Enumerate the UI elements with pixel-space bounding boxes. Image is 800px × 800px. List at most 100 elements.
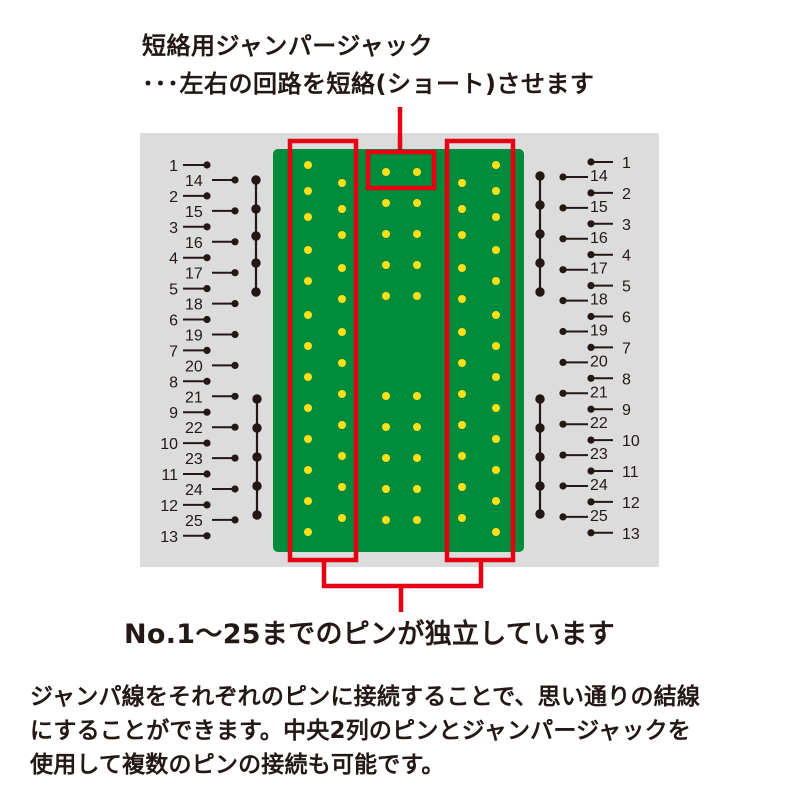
pin-label: 4: [169, 251, 178, 268]
pin-label: 19: [185, 328, 203, 345]
right-bus-bottom: [535, 394, 545, 519]
pin-hole-icon: [304, 187, 312, 195]
terminal-dot-icon: [203, 192, 211, 200]
pin-hole-icon: [458, 359, 466, 367]
pin-hole-icon: [458, 514, 466, 522]
pin-hole-icon: [338, 452, 346, 460]
pin-label: 1: [169, 158, 178, 175]
terminal-dot-icon: [559, 204, 567, 212]
pin-label: 25: [590, 508, 608, 525]
pin-label: 2: [169, 189, 178, 206]
pin-label: 3: [622, 217, 631, 234]
pin-label: 5: [622, 279, 631, 296]
pin-hole-icon: [492, 528, 500, 536]
pin-hole-icon: [492, 161, 500, 169]
pin-label: 5: [169, 282, 178, 299]
pin-label: 15: [590, 199, 608, 216]
highlight-markers: [287, 107, 516, 612]
terminal-dot-icon: [559, 297, 567, 305]
pin-hole-icon: [492, 497, 500, 505]
pin-label: 18: [185, 297, 203, 314]
pin-label: 21: [590, 384, 608, 401]
pin-label: 18: [590, 292, 608, 309]
connector-diagram: 1234567891011121314151617181920212223242…: [140, 107, 659, 612]
terminal-dot-icon: [203, 223, 211, 231]
pin-hole-icon: [413, 392, 421, 400]
pin-hole-icon: [458, 264, 466, 272]
terminal-dot-icon: [587, 436, 595, 444]
pin-hole-icon: [304, 528, 312, 536]
terminal-dot-icon: [203, 161, 211, 169]
pin-label: 4: [622, 248, 631, 265]
pin-label: 7: [169, 343, 178, 360]
pin-label: 19: [590, 323, 608, 340]
pin-hole-icon: [492, 404, 500, 412]
pin-label: 2: [622, 186, 631, 203]
pin-hole-icon: [492, 246, 500, 254]
terminal-dot-icon: [203, 315, 211, 324]
pin-hole-icon: [338, 483, 346, 491]
pin-hole-icon: [304, 246, 312, 254]
terminal-dot-icon: [231, 176, 239, 184]
pin-hole-icon: [458, 421, 466, 429]
terminal-dot-icon: [587, 251, 595, 259]
pin-hole-icon: [338, 514, 346, 522]
pin-hole-icon: [338, 179, 346, 187]
terminal-dot-icon: [587, 220, 595, 228]
pin-label: 6: [622, 310, 631, 327]
terminal-dot-icon: [231, 238, 239, 246]
terminal-dot-icon: [559, 327, 567, 336]
right-bus-top: [535, 171, 545, 297]
pin-hole-icon: [304, 342, 312, 350]
jumper-jack-subtitle: ･･･左右の回路を短絡(ショート)させます: [142, 70, 595, 98]
pin-hole-icon: [338, 421, 346, 429]
pin-hole-icon: [458, 205, 466, 213]
pin-label: 15: [185, 204, 203, 221]
pin-label: 12: [622, 495, 640, 512]
terminal-dot-icon: [559, 358, 567, 366]
terminal-dot-icon: [587, 158, 595, 166]
terminal-dot-icon: [203, 254, 211, 262]
pin-hole-icon: [458, 295, 466, 303]
pin-label: 17: [590, 261, 608, 278]
pin-hole-icon: [413, 516, 421, 524]
pin-hole-icon: [382, 261, 390, 269]
terminal-dot-icon: [231, 516, 239, 524]
terminal-dot-icon: [203, 470, 211, 478]
pin-label: 11: [622, 464, 639, 481]
pin-hole-icon: [304, 213, 312, 221]
terminal-dot-icon: [559, 266, 567, 274]
pin-hole-icon: [338, 295, 346, 303]
pin-hole-icon: [413, 292, 421, 300]
description-line-2: にすることができます。中央2列のピンとジャンパージャックを: [30, 718, 691, 744]
description-line-1: ジャンパ線をそれぞれのピンに接続することで、思い通りの結線: [30, 684, 701, 710]
terminal-board: [273, 149, 524, 552]
pin-label: 6: [169, 313, 178, 330]
pin-hole-icon: [413, 485, 421, 493]
terminal-dot-icon: [559, 420, 567, 428]
terminal-dot-icon: [231, 269, 239, 277]
pin-hole-icon: [304, 311, 312, 319]
pin-hole-icon: [304, 497, 312, 505]
terminal-dot-icon: [231, 454, 239, 462]
pin-label: 1: [622, 155, 631, 172]
terminal-dot-icon: [587, 189, 595, 197]
pin-hole-icon: [382, 230, 390, 238]
pin-label: 22: [185, 420, 203, 437]
pin-hole-icon: [413, 454, 421, 462]
terminal-dot-icon: [559, 389, 567, 397]
terminal-pins: [304, 161, 500, 536]
pin-label: 9: [622, 402, 631, 419]
terminal-dot-icon: [231, 207, 239, 215]
pin-hole-icon: [382, 454, 390, 462]
terminal-dot-icon: [203, 346, 211, 354]
independent-pins-caption: No.1～25までのピンが独立しています: [124, 619, 615, 650]
left-bus-bottom: [252, 394, 262, 520]
pin-hole-icon: [304, 277, 312, 285]
terminal-dot-icon: [559, 513, 567, 521]
terminal-dot-icon: [559, 235, 567, 243]
pin-hole-icon: [338, 231, 346, 239]
pin-hole-icon: [382, 423, 390, 431]
terminal-dot-icon: [559, 451, 567, 459]
pin-label: 8: [622, 371, 631, 388]
